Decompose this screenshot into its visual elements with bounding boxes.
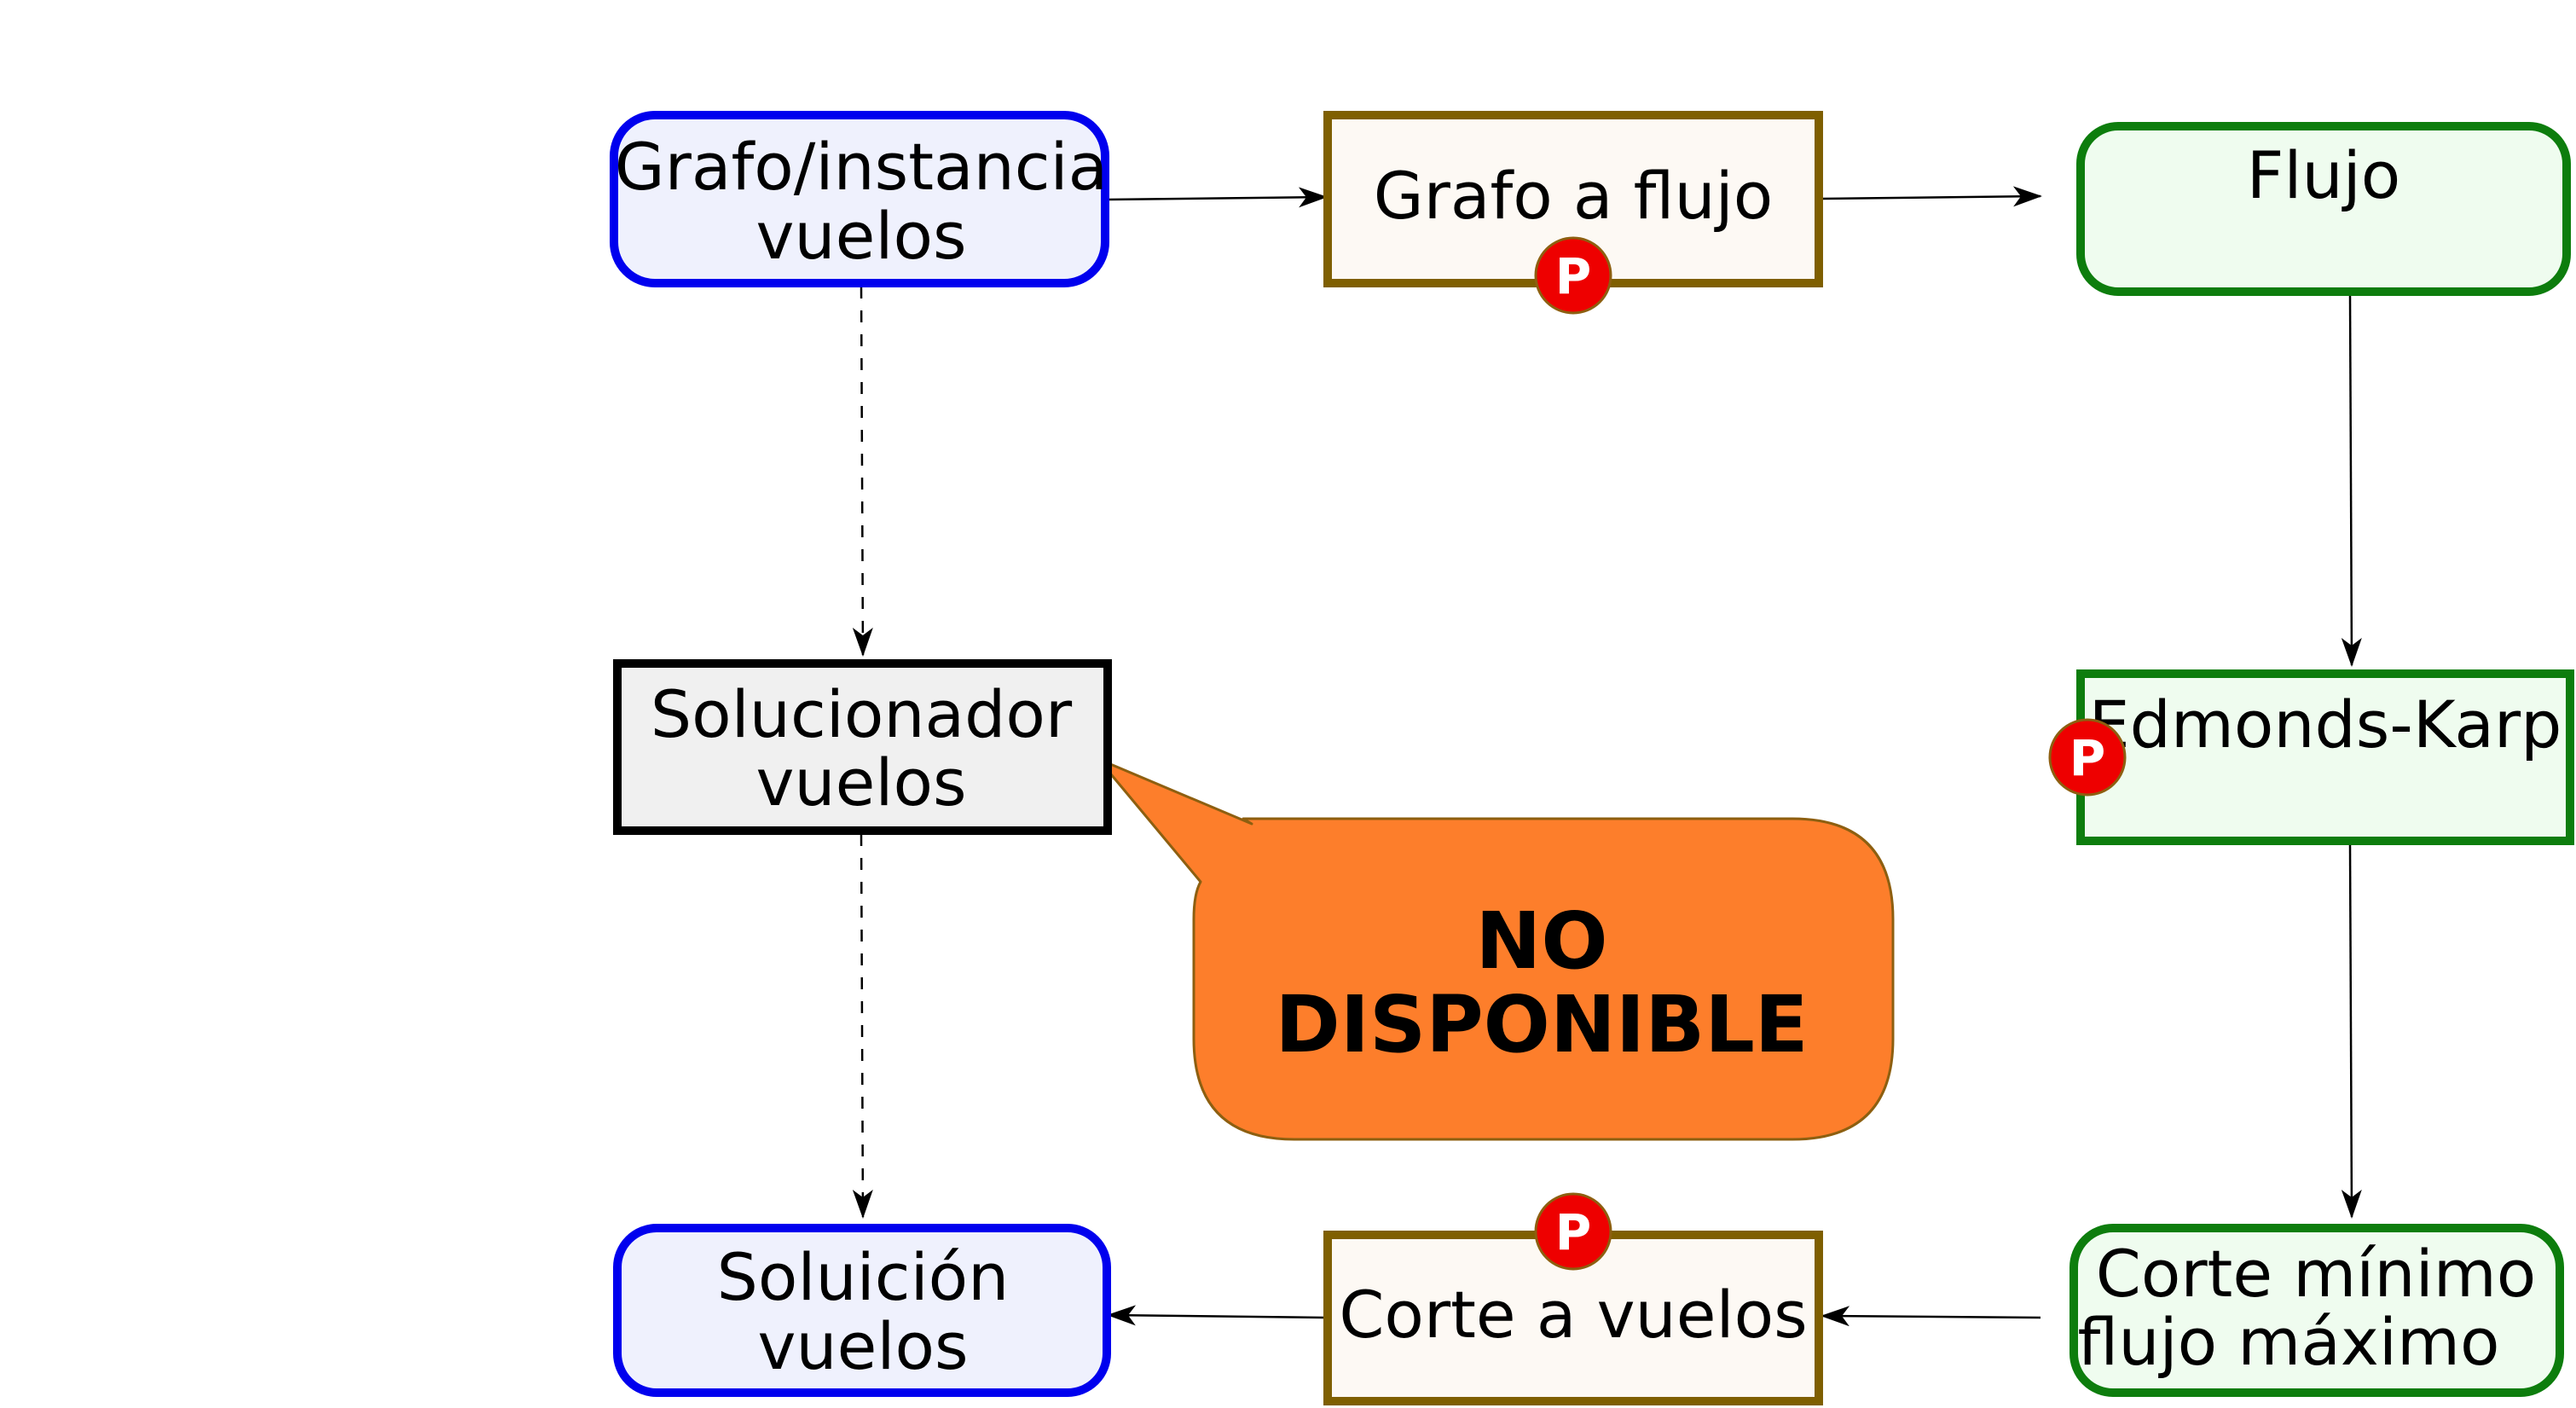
node-corte-minimo-flujo-maximo[interactable]: Corte mínimo flujo máximo [2069,1224,2564,1397]
node-label: Flujo [2247,137,2401,213]
p-badge-icon: P [2048,718,2127,797]
p-badge-letter: P [2069,729,2106,787]
node-label: vuelos [755,745,966,820]
node-label: vuelos [755,198,966,274]
dashed-arrow-grafo-to-solucionador [852,286,873,657]
node-edmonds-karp[interactable]: Edmonds-Karp [2076,669,2574,845]
node-grafo-instancia-vuelos[interactable]: Grafo/instancia vuelos [610,111,1109,287]
node-label: Soluición [717,1239,1010,1315]
unavailable-callout: NO DISPONIBLE [1097,757,1895,1141]
arrow-corte-minimo-to-corte-a-vuelos [1821,1306,2041,1327]
node-flujo[interactable]: Flujo [2076,122,2571,296]
node-label: Grafo a flujo [1374,158,1774,234]
arrow-flujo-to-edmonds-karp [2341,294,2362,667]
node-label: Solucionador [651,676,1073,752]
arrow-corte-a-vuelos-to-solucion [1107,1305,1326,1326]
dashed-arrow-solucionador-to-solucion [852,833,873,1219]
p-badge-icon: P [1534,236,1612,315]
node-label: Grafo/instancia [615,129,1108,205]
node-label: vuelos [757,1308,968,1384]
arrow-edmonds-karp-to-corte-minimo [2341,843,2362,1219]
callout-bubble-shape [1097,757,1895,1141]
node-label: flujo máximo [2077,1304,2499,1380]
callout-text-line1: NO [1475,895,1607,987]
p-badge-letter: P [1555,1203,1592,1261]
node-label: Corte mínimo [2096,1236,2537,1312]
node-corte-a-vuelos[interactable]: Corte a vuelos [1323,1231,1823,1405]
p-badge-letter: P [1555,247,1592,305]
node-solucionador-vuelos[interactable]: Solucionador vuelos [613,659,1112,835]
callout-text-line2: DISPONIBLE [1275,979,1808,1070]
node-label: Corte a vuelos [1339,1277,1807,1353]
arrow-grafo-a-flujo-to-flujo [1821,186,2042,207]
arrow-grafo-to-grafo-a-flujo [1106,187,1328,208]
node-solucion-vuelos[interactable]: Soluición vuelos [613,1224,1111,1397]
connectors [852,186,2362,1327]
node-label: Edmonds-Karp [2089,687,2562,762]
p-badge-icon: P [1534,1192,1612,1271]
